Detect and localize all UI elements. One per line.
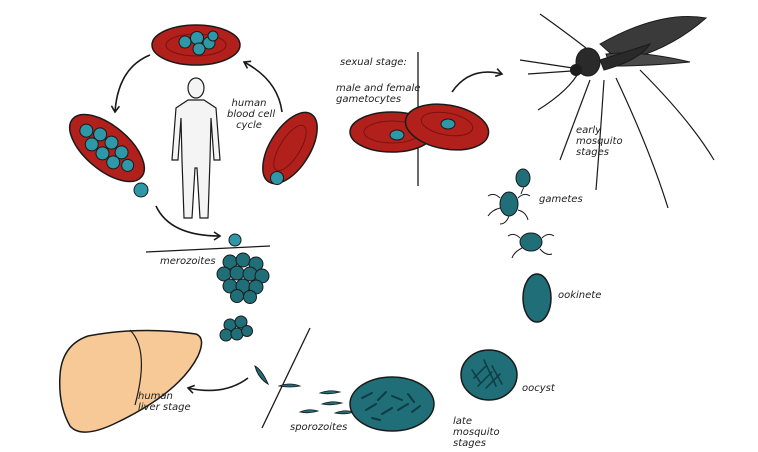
sporozoites [277, 383, 356, 415]
red-blood-cell-top [151, 24, 241, 66]
liver-divider-line [261, 327, 311, 429]
label-sporozoites: sporozoites [290, 422, 348, 433]
human-liver [58, 329, 203, 433]
merozoite-cluster-small [219, 315, 253, 342]
label-oocyst: oocyst [522, 383, 555, 394]
label-human-liver-stage: human liver stage [138, 391, 191, 413]
label-late-mosquito-stages: late mosquito stages [453, 416, 500, 449]
gametocyte-cell-2 [404, 103, 490, 151]
red-blood-cell-left [68, 113, 146, 183]
red-blood-cell-right [262, 111, 318, 185]
sporozoite-entering-liver [254, 364, 270, 386]
arrow-to-mosquito [451, 68, 504, 93]
label-early-mosquito-stages: early mosquito stages [576, 125, 623, 158]
label-ookinete: ookinete [558, 290, 602, 301]
oocyst [460, 349, 518, 401]
gamete-female [507, 232, 555, 259]
gamete-male [487, 168, 531, 225]
human-figure [171, 77, 221, 219]
arrow-to-merozoites [155, 205, 222, 241]
merozoite-divider-line [145, 245, 271, 253]
merozoite-small [228, 233, 242, 247]
merozoite-released [133, 182, 149, 198]
label-gametocytes: male and female gametocytes [336, 83, 421, 105]
label-gametes: gametes [539, 194, 583, 205]
oocyst-releasing [349, 376, 435, 432]
ookinete [522, 273, 552, 323]
label-sexual-stage: sexual stage: [340, 57, 407, 68]
label-human-blood-cell-cycle: human blood cell cycle [227, 98, 276, 131]
merozoite-cluster [216, 252, 270, 304]
arrow-right-to-top [242, 60, 283, 113]
mosquito [519, 13, 715, 209]
arrow-top-to-left [110, 54, 151, 114]
liver-lobe-line [129, 329, 142, 406]
label-merozoites: merozoites [160, 256, 216, 267]
arrow-gametes-dash [520, 187, 525, 195]
arrow-to-liver [186, 377, 249, 394]
